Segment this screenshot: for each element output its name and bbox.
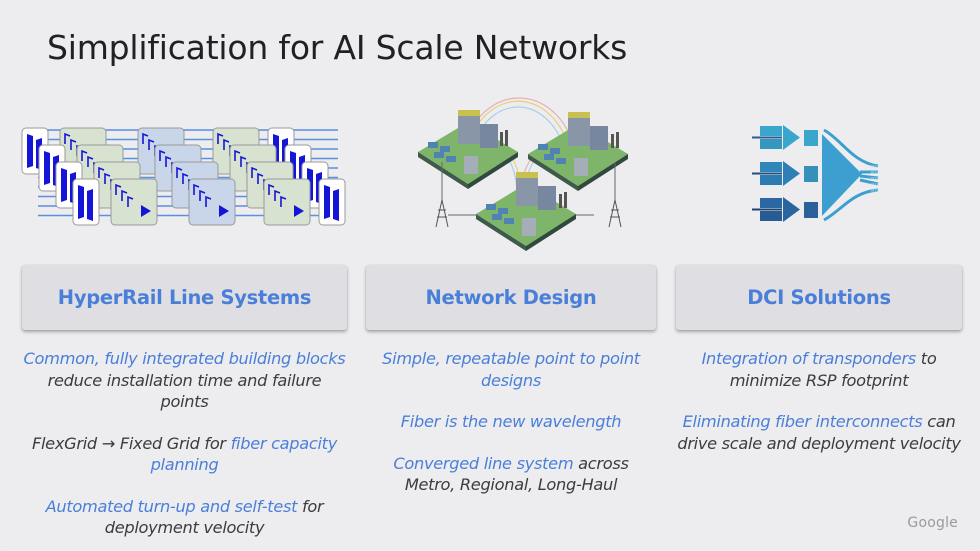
datacenter-network-illustration	[408, 92, 630, 260]
highlighted-text: Converged line system	[393, 453, 574, 473]
card-title: Network Design	[425, 286, 597, 309]
datacenter-network-graphic	[418, 97, 628, 251]
highlighted-text: Common, fully integrated building blocks	[23, 349, 346, 368]
card-title: HyperRail Line Systems	[57, 286, 312, 309]
output-fibers	[823, 128, 879, 222]
power-tower-right-icon	[608, 199, 622, 228]
body-text: across Metro, Regional, Long-Haul	[404, 453, 629, 495]
body-text: can drive scale and deployment velocity	[677, 412, 961, 453]
card-dci-solutions: DCI Solutions	[676, 265, 962, 330]
funnel-triangle	[822, 134, 862, 216]
body-paragraph: Automated turn-up and self-test for depl…	[22, 496, 347, 539]
card-title: DCI Solutions	[747, 286, 891, 309]
body-paragraph: Integration of transponders to minimize …	[676, 348, 962, 391]
highlighted-text: Automated turn-up and self-test	[45, 496, 298, 516]
body-paragraph: Common, fully integrated building blocks…	[22, 348, 347, 413]
input-row-1	[752, 125, 818, 150]
body-paragraph: FlexGrid → Fixed Grid for fiber capacity…	[22, 433, 347, 476]
column-dci-text: Integration of transponders to minimize …	[676, 348, 962, 474]
highlighted-text: Eliminating fiber interconnects	[682, 412, 923, 431]
svg-text:1010: 1010	[870, 171, 879, 175]
svg-text:1010: 1010	[870, 189, 879, 193]
line-system-modules-graphic	[21, 127, 346, 226]
power-tower-left-icon	[435, 199, 449, 228]
line-system-modules-illustration	[18, 122, 350, 234]
body-paragraph: Fiber is the new wavelength	[366, 411, 656, 433]
datacenter-campus-right	[528, 112, 628, 191]
amplifier-module-icon	[263, 178, 311, 226]
highlighted-text: fiber capacity planning	[150, 433, 338, 475]
amplifier-module-icon	[110, 178, 158, 226]
datacenter-campus-left	[418, 110, 518, 189]
svg-text:1010: 1010	[870, 183, 879, 187]
binary-labels: 1010 1010 1010 1010 1010	[870, 165, 879, 193]
dci-funnel-illustration: 1010 1010 1010 1010 1010	[752, 122, 892, 232]
google-logo: Google	[907, 515, 958, 531]
card-hyperrail-line-systems: HyperRail Line Systems	[22, 265, 347, 330]
input-row-3	[752, 197, 818, 222]
body-text: FlexGrid → Fixed Grid for	[31, 433, 231, 453]
body-paragraph: Simple, repeatable point to point design…	[366, 348, 656, 391]
slide-title: Simplification for AI Scale Networks	[47, 28, 628, 67]
body-text: reduce installation time and failure poi…	[47, 370, 322, 412]
dci-funnel-graphic: 1010 1010 1010 1010 1010	[752, 125, 879, 222]
highlighted-text: Integration of transponders	[701, 349, 917, 368]
power-lines	[441, 162, 616, 216]
body-text: to minimize RSP footprint	[729, 349, 937, 390]
highlighted-text: Fiber is the new wavelength	[400, 412, 622, 431]
body-text: for deployment velocity	[104, 496, 324, 538]
svg-text:1010: 1010	[870, 177, 879, 181]
column-network-design-text: Simple, repeatable point to point design…	[366, 348, 656, 516]
card-network-design: Network Design	[366, 265, 656, 330]
mux-module-icon	[318, 178, 346, 226]
body-paragraph: Converged line system across Metro, Regi…	[366, 453, 656, 496]
svg-text:1010: 1010	[870, 165, 879, 169]
datacenter-campus-bottom	[476, 172, 576, 251]
body-paragraph: Eliminating fiber interconnects can driv…	[676, 411, 962, 454]
input-row-2	[752, 161, 818, 186]
column-hyperrail-text: Common, fully integrated building blocks…	[22, 348, 347, 551]
highlighted-text: Simple, repeatable point to point design…	[382, 349, 640, 390]
mux-module-icon	[72, 178, 100, 226]
amplifier-module-icon	[188, 178, 236, 226]
